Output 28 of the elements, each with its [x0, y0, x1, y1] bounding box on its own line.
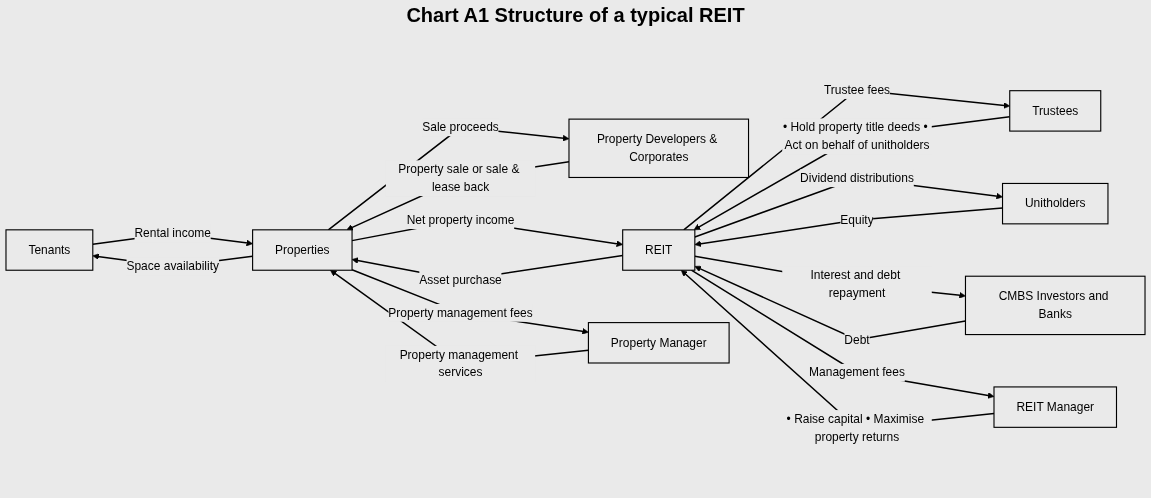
edge-label: Sale proceeds — [422, 120, 499, 134]
node-box: CMBS Investors and Banks — [964, 275, 1146, 336]
edge-label: Dividend distributions — [800, 171, 914, 185]
edge-label: • Raise capital • Maximise property returns — [786, 412, 925, 444]
edge-label: • Hold property title deeds • Act on behalf of unitholders — [782, 120, 930, 152]
node-box: Property Developers & Corporates — [568, 118, 750, 179]
edge-label: Rental income — [134, 226, 211, 240]
edge-label: Interest and debt repayment — [810, 268, 901, 300]
chart-title: Chart A1 Structure of a typical REIT — [406, 4, 745, 27]
edge-label: Equity — [840, 213, 874, 227]
edge-label: Management fees — [809, 365, 905, 379]
arrow — [351, 269, 589, 335]
edge-label: Asset purchase — [419, 273, 502, 286]
node-box: Properties — [252, 229, 353, 271]
edge-label: Property sale or sale & lease back — [398, 162, 520, 194]
edge-label: Debt — [844, 333, 870, 346]
node-box: REIT — [622, 229, 696, 271]
arrow — [690, 269, 995, 399]
edge-label: Property management fees — [388, 306, 533, 319]
edge-label: Trustee fees — [823, 83, 891, 96]
node-box: Property Manager — [587, 322, 730, 364]
node-box: Trustees — [1009, 90, 1102, 132]
edge-label: Net property income — [406, 213, 515, 227]
edge-label: Property management services — [399, 348, 519, 379]
node-box: Unitholders — [1001, 182, 1109, 225]
node-box: REIT Manager — [993, 386, 1118, 428]
node-box: Tenants — [5, 229, 94, 271]
edge-label: Space availability — [126, 259, 219, 273]
